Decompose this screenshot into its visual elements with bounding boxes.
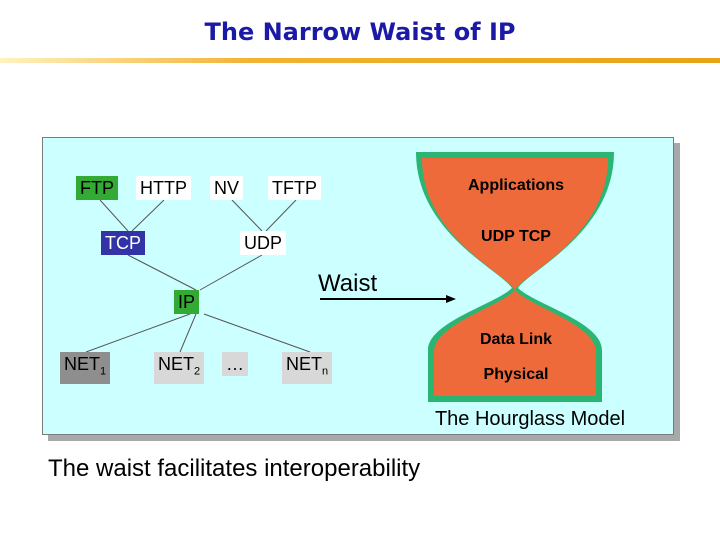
edge-tcp-ip [127,254,197,291]
net1-base: NET [64,354,100,374]
edge-ftp-tcp [99,199,129,232]
node-ellipsis: … [222,352,248,376]
hourglass-caption: The Hourglass Model [434,408,626,430]
node-net2: NET2 [154,352,205,384]
edge-tftp-udp [265,199,297,232]
edge-http-tcp [131,199,165,232]
net1-sub: 1 [100,365,107,378]
hourglass-body [422,158,608,396]
node-udp: UDP [240,231,287,255]
slide-title: The Narrow Waist of IP [204,18,516,46]
node-net1: NET1 [60,352,111,384]
node-ip: IP [174,290,200,314]
net2-base: NET [158,354,194,374]
node-http: HTTP [136,176,191,200]
edge-ip-net2 [179,313,197,353]
edge-udp-ip [199,254,263,291]
title-underline [0,58,720,63]
node-ftp: FTP [76,176,118,200]
waist-label: Waist [318,270,378,297]
hourglass-data-link: Data Link [479,331,552,348]
node-tcp: TCP [101,231,145,255]
node-netn: NETn [282,352,333,384]
edge-nv-udp [231,199,263,232]
node-nv: NV [210,176,244,200]
netn-base: NET [286,354,322,374]
edge-ip-net1 [85,313,191,353]
waist-arrowhead [446,295,456,303]
node-tftp: TFTP [268,176,321,200]
hourglass-applications: Applications [467,177,564,194]
hourglass-udp-tcp: UDP TCP [481,228,551,245]
net2-sub: 2 [194,365,201,378]
bottom-statement: The waist facilitates interoperability [48,455,421,482]
edge-ip-netn [203,313,311,353]
hourglass-physical: Physical [483,366,549,383]
netn-sub: n [322,365,329,378]
